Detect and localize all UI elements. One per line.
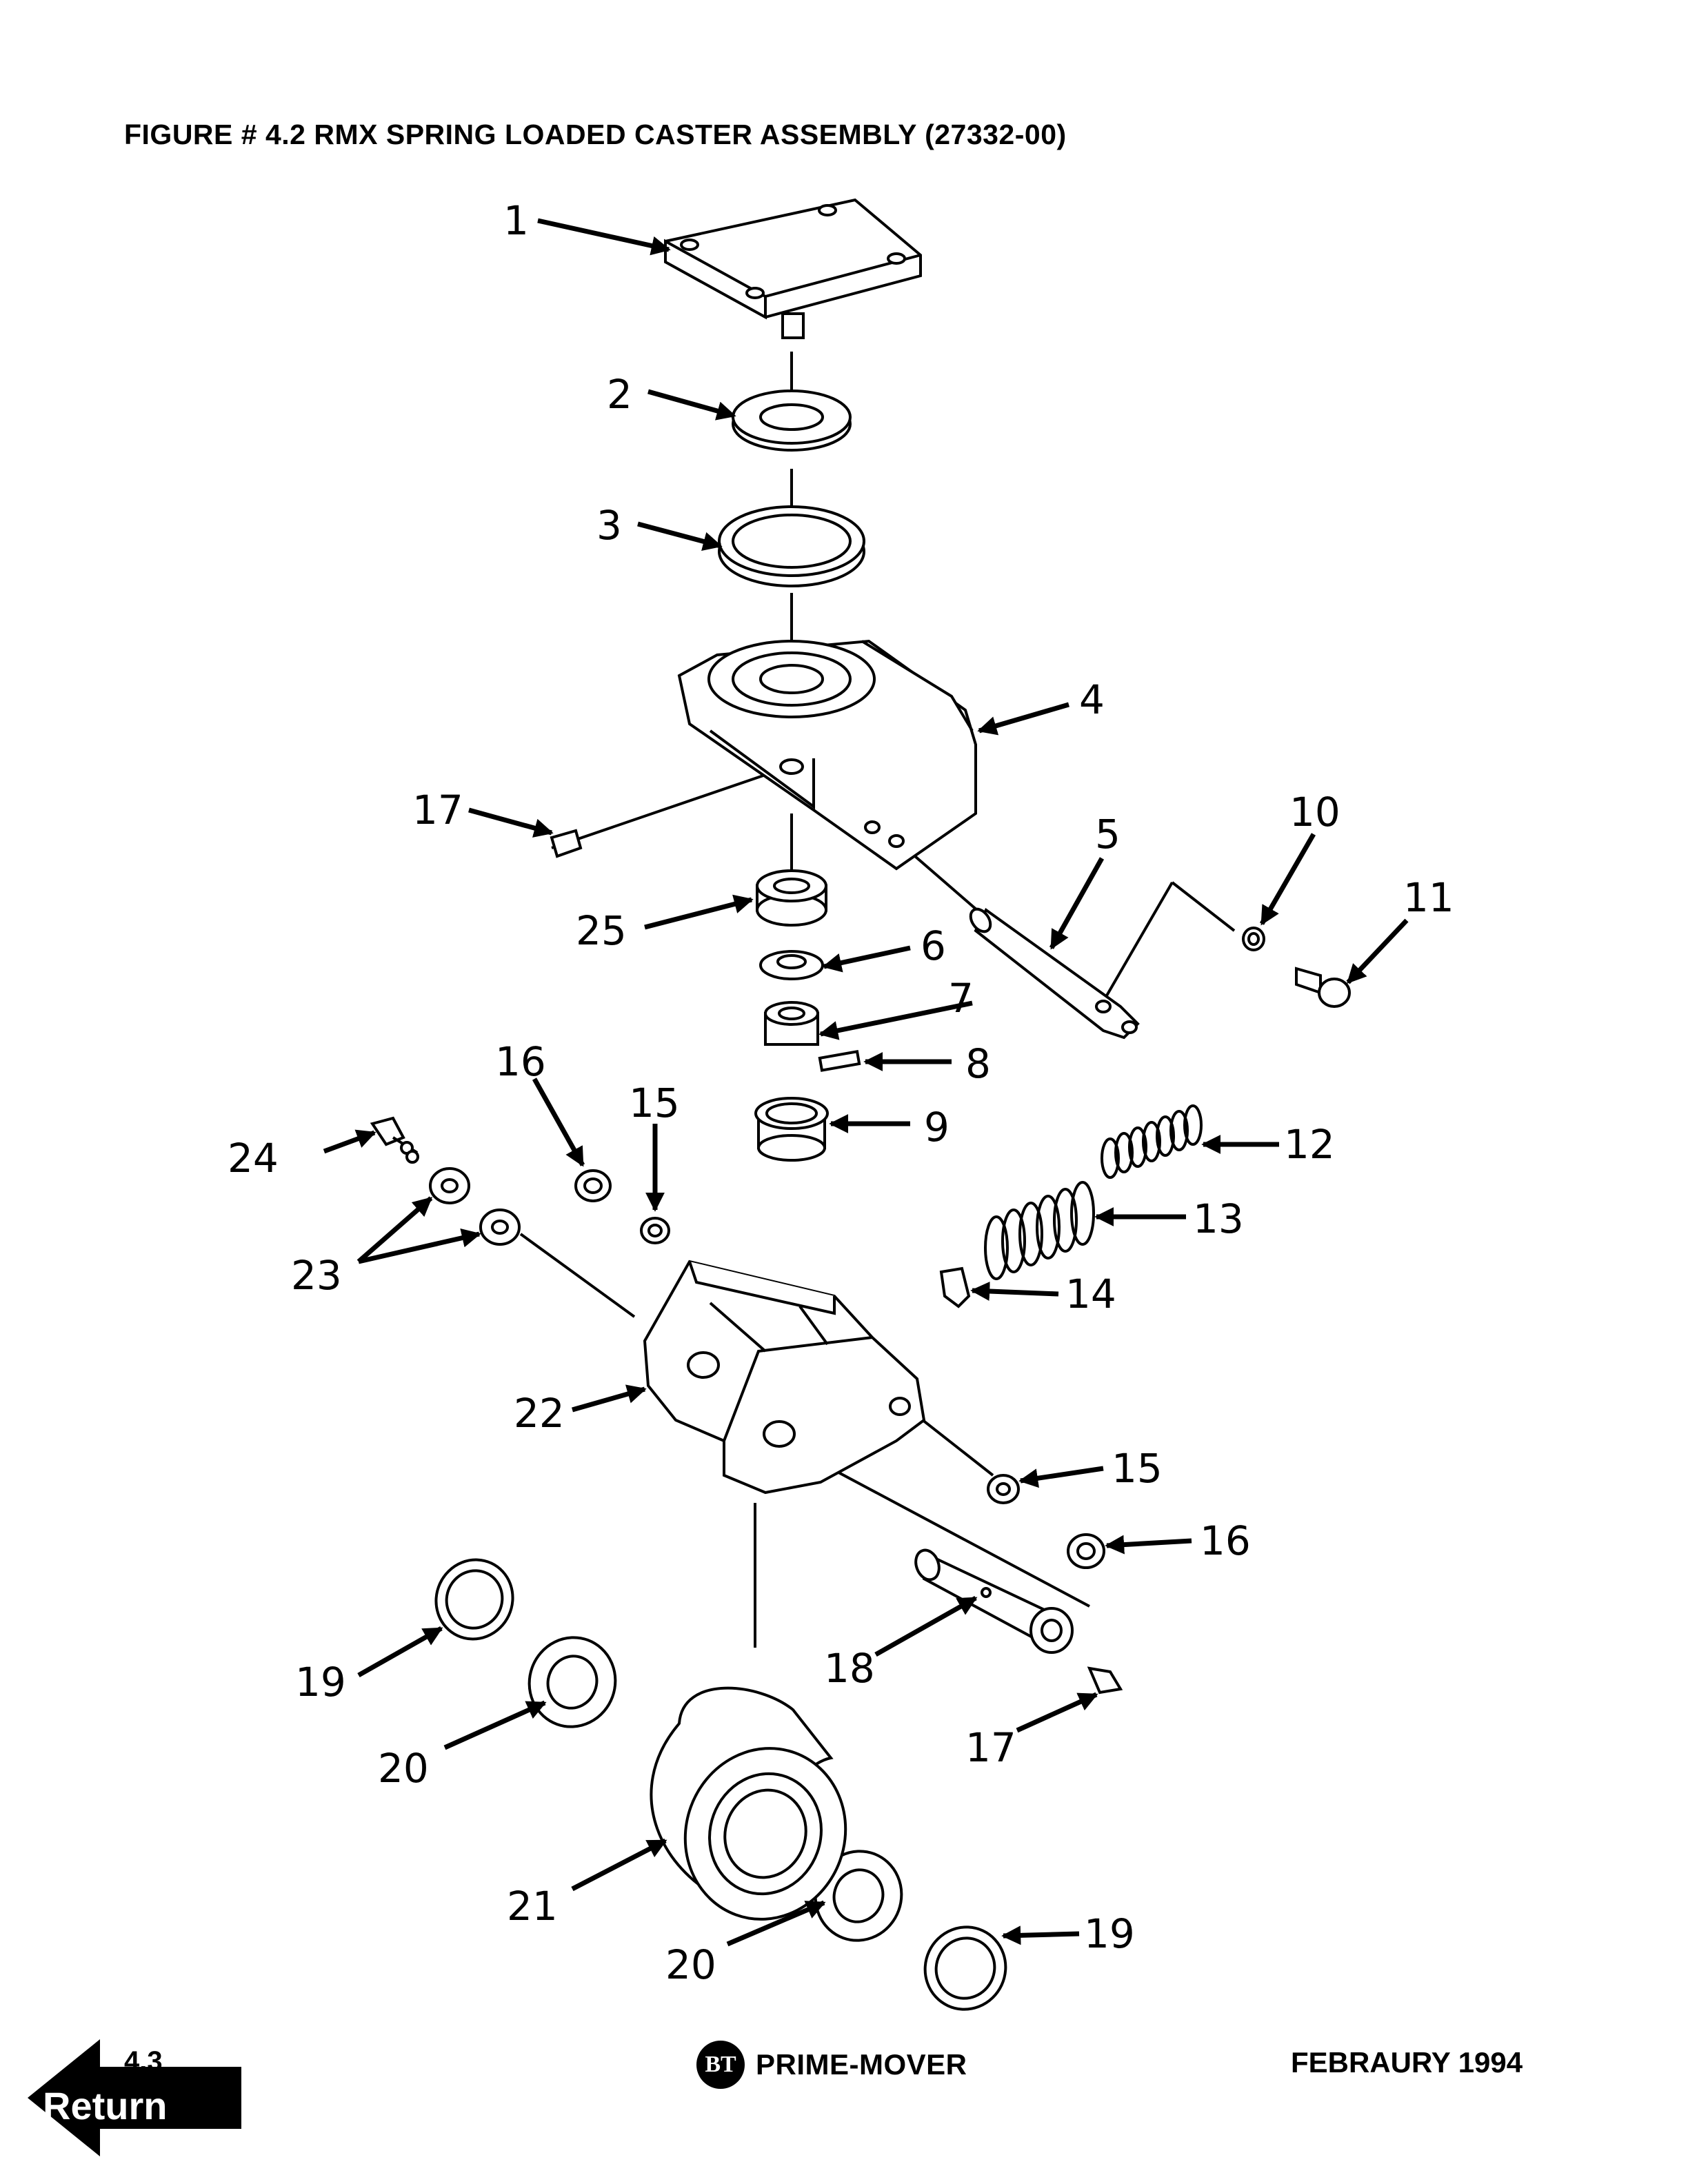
springs — [984, 1104, 1203, 1280]
callout-15a: 15 — [629, 1080, 680, 1126]
small-washer — [1242, 927, 1265, 951]
callout-10: 10 — [1289, 789, 1340, 836]
bt-logo-icon: BT — [696, 2041, 745, 2089]
washer — [759, 950, 824, 980]
callout-7: 7 — [948, 975, 974, 1022]
callout-19a: 19 — [295, 1659, 346, 1706]
callout-2: 2 — [607, 371, 632, 418]
small-spring — [1101, 1104, 1203, 1179]
callout-17a: 17 — [412, 787, 463, 833]
callout-16a: 16 — [495, 1038, 546, 1085]
pivot-pin — [969, 907, 1140, 1040]
return-button[interactable] — [28, 2039, 248, 2156]
bolt — [1295, 967, 1351, 1008]
callout-3: 3 — [596, 502, 622, 549]
callout-24: 24 — [228, 1135, 279, 1182]
callout-6: 6 — [921, 922, 946, 969]
callout-11: 11 — [1403, 874, 1454, 921]
cotter-pin — [818, 1049, 861, 1072]
spring-cap — [939, 1266, 971, 1308]
callout-23: 23 — [291, 1252, 342, 1299]
callout-25: 25 — [576, 907, 627, 954]
callout-14: 14 — [1065, 1271, 1116, 1317]
callout-18: 18 — [824, 1645, 875, 1692]
callout-22: 22 — [514, 1390, 565, 1437]
callout-16b: 16 — [1200, 1517, 1251, 1564]
lower-bearing — [756, 869, 827, 927]
callout-5: 5 — [1095, 811, 1121, 858]
brand: BT PRIME-MOVER — [696, 2041, 967, 2089]
bearing-race — [718, 505, 865, 587]
grease-fittings — [550, 829, 1123, 1695]
swivel-housing — [677, 639, 977, 871]
callout-17b: 17 — [965, 1724, 1016, 1771]
callout-12: 12 — [1284, 1121, 1335, 1168]
lower-bushings — [987, 1474, 1105, 1569]
large-spring — [984, 1181, 1095, 1280]
callout-4: 4 — [1079, 676, 1105, 723]
callout-13: 13 — [1193, 1195, 1244, 1242]
leader-arrows — [323, 218, 1409, 1947]
callout-21: 21 — [507, 1883, 558, 1930]
brand-name: PRIME-MOVER — [756, 2048, 967, 2081]
callout-labels: 1 2 3 4 17 5 10 11 25 6 7 8 16 15 9 24 1… — [228, 197, 1454, 1988]
document-date: FEBRAURY 1994 — [1291, 2046, 1523, 2079]
wheel-seals — [434, 1558, 1007, 2011]
top-mounting-plate — [664, 198, 922, 339]
screw — [370, 1116, 419, 1164]
callout-20b: 20 — [665, 1941, 716, 1988]
figure-title: FIGURE # 4.2 RMX SPRING LOADED CASTER AS… — [124, 119, 1067, 150]
washers-23 — [429, 1167, 521, 1246]
callout-8: 8 — [965, 1040, 991, 1087]
castle-nut — [764, 1001, 819, 1046]
wheel — [650, 1686, 847, 1921]
thrust-bearing — [732, 390, 852, 452]
back-arrow-icon — [28, 2039, 241, 2156]
wheel-bearings — [528, 1636, 903, 1942]
callout-19b: 19 — [1084, 1910, 1135, 1957]
axle — [914, 1548, 1074, 1654]
upper-bushings — [574, 1169, 670, 1244]
callout-20a: 20 — [378, 1745, 429, 1792]
callout-15b: 15 — [1112, 1445, 1163, 1492]
callout-9: 9 — [924, 1104, 950, 1151]
caster-yoke — [643, 1260, 926, 1495]
seal — [754, 1097, 829, 1162]
callout-1: 1 — [503, 197, 529, 244]
